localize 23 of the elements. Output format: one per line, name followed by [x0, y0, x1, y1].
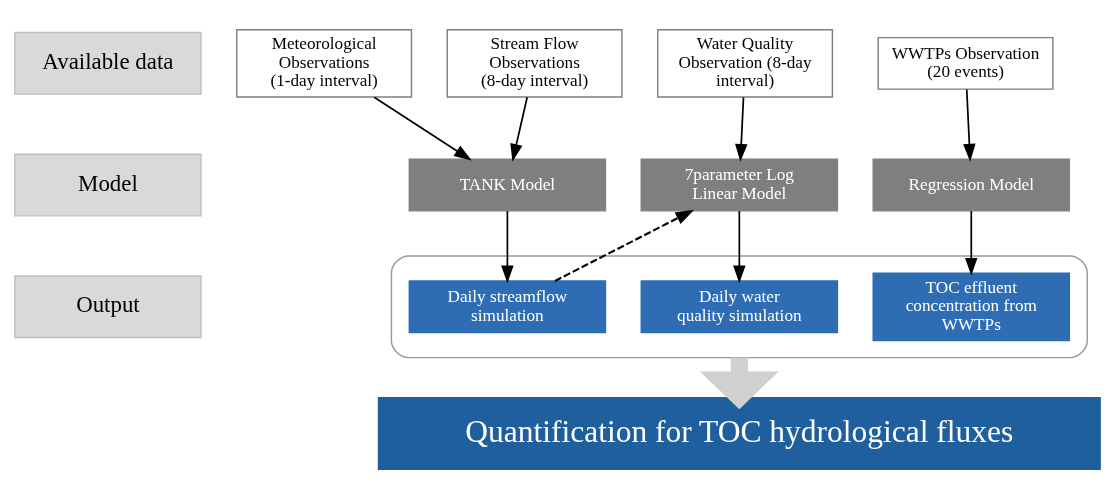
node-box: Stream Flow Observations (8-day interval) — [446, 28, 623, 98]
arrow — [554, 209, 695, 282]
arrow — [735, 95, 748, 162]
node-box: WWTPs Observation (20 events) — [877, 36, 1054, 90]
node-box: Water Quality Observation (8-day interval) — [657, 28, 834, 98]
arrow — [965, 209, 978, 276]
node-box: Model — [14, 153, 202, 217]
arrow — [699, 357, 779, 409]
node-box: Available data — [14, 31, 202, 95]
node-box: Regression Model — [872, 158, 1071, 212]
node-box: Meteorological Observations (1-day interval) — [236, 28, 413, 98]
node-box: Daily streamflow simulation — [408, 279, 607, 333]
node-box: TOC effluent concentration from WWTPs — [872, 271, 1071, 341]
node-box: Quantification for TOC hydrological fluxes — [377, 396, 1101, 470]
arrow — [733, 209, 746, 283]
node-box: 7parameter Log Linear Model — [640, 158, 839, 212]
node-box: Output — [14, 274, 202, 338]
node-box: TANK Model — [408, 158, 607, 212]
node-box: Daily water quality simulation — [640, 279, 839, 333]
arrow — [963, 88, 976, 162]
arrow — [501, 209, 514, 283]
arrow — [510, 95, 528, 162]
arrow — [373, 95, 472, 161]
